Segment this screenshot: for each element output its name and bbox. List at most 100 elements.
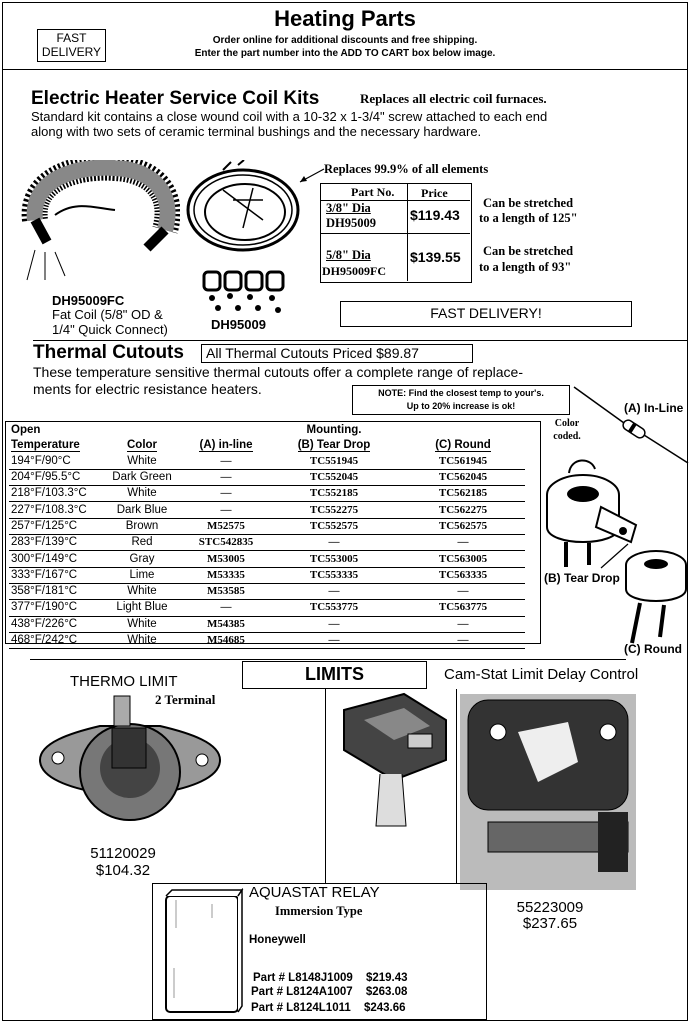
coil-table-head-part: Part No. <box>351 185 395 199</box>
aquastat-box <box>152 883 487 1020</box>
inline-cutout-label: (A) In-Line <box>624 401 684 415</box>
cutout-temp: 218°F/103.3°C <box>11 487 87 500</box>
cutout-temp: 257°F/125°C <box>11 519 78 532</box>
cutout-color: Dark Blue <box>116 503 168 516</box>
cutout-part-a: M53005 <box>207 552 245 565</box>
fat-coil-desc-line2: 1/4" Quick Connect) <box>52 322 168 337</box>
thermo-limit-sub: 2 Terminal <box>155 692 216 707</box>
cutout-part-b: TC552575 <box>309 519 359 532</box>
cutout-part-b: — <box>328 634 340 646</box>
aquastat-part-2: Part # L8124A1007 $263.08 <box>251 986 407 998</box>
coil-row1-part: DH95009 <box>326 216 376 230</box>
cutout-color: Gray <box>129 552 155 565</box>
limit-switch-image <box>343 692 447 827</box>
cutouts-price-box: All Thermal Cutouts Priced $89.87 <box>201 344 473 363</box>
coil-row1-note1: Can be stretched <box>483 196 574 210</box>
aquastat-part-2-price: $263.08 <box>365 986 408 998</box>
coil-row1-note2: to a length of 125" <box>479 211 578 225</box>
cutouts-note-line2: Up to 20% increase is ok! <box>406 401 516 411</box>
cutout-part-a: M54685 <box>207 634 245 646</box>
cutout-part-a: M53585 <box>207 585 245 598</box>
color-coded-line1: Color <box>554 418 580 429</box>
fat-coil-image <box>21 160 180 281</box>
cutout-part-c: TC563335 <box>438 568 488 581</box>
thermo-limit-part: 51120029 <box>90 845 156 862</box>
coils-desc-line1: Standard kit contains a close wound coil… <box>31 109 548 124</box>
cutout-color: White <box>127 617 157 630</box>
coil-price-table: Part No. Price 3/8" Dia DH95009 $119.43 … <box>320 183 472 283</box>
ceramic-bushings-image <box>202 270 285 313</box>
aquastat-image <box>165 888 244 1013</box>
coil-row2-dia: 5/8" Dia <box>326 248 371 262</box>
cutout-part-a: M52575 <box>207 519 245 532</box>
replaces-note: Replaces 99.9% of all elements <box>324 162 489 176</box>
coil-row1-dia: 3/8" Dia <box>326 201 371 215</box>
cutout-row: 257°F/125°C Brown M52575 TC552575 TC562575 <box>9 518 525 536</box>
aquastat-part-3-label: Part # <box>251 1002 283 1014</box>
aquastat-part-3-price: $243.66 <box>363 1002 406 1014</box>
cutout-part-b: — <box>328 536 340 549</box>
aquastat-part-3-number: L8124L1011 <box>286 1002 351 1014</box>
aquastat-part-1-number: L8148J1009 <box>288 972 353 984</box>
thermo-limit-image <box>38 695 222 821</box>
cutout-part-c: — <box>457 634 469 646</box>
head-a-inline: (A) in-line <box>199 439 253 453</box>
camstat-part: 55223009 <box>516 899 584 916</box>
color-coded-label: Color coded. <box>545 417 589 443</box>
head-mounting: Mounting. <box>306 424 362 437</box>
color-coded-line2: coded. <box>553 431 581 442</box>
coil-row2-price: $139.55 <box>410 249 461 265</box>
cutout-temp: 438°F/226°C <box>11 617 78 630</box>
standard-coil-image <box>186 160 300 252</box>
cutout-part-c: TC563005 <box>438 552 488 565</box>
cutout-part-a: — <box>220 601 232 614</box>
limits-divider-right <box>456 689 457 883</box>
cutout-part-a: M53335 <box>207 568 245 581</box>
header-divider <box>2 69 688 70</box>
cutout-part-c: TC562575 <box>438 519 488 532</box>
fast-delivery-box: FAST DELIVERY! <box>340 301 632 327</box>
cutout-color: Light Blue <box>116 601 168 614</box>
limits-title: LIMITS <box>242 661 427 689</box>
thermo-limit-price: $104.32 <box>95 862 151 879</box>
cutout-part-b: TC552045 <box>309 471 359 484</box>
cutout-color: Red <box>131 536 153 549</box>
cutout-part-c: — <box>457 617 469 630</box>
coil-row1-price: $119.43 <box>410 207 460 223</box>
cutout-part-a: — <box>220 471 232 484</box>
thermo-limit-title: THERMO LIMIT <box>70 673 178 690</box>
cutout-part-b: TC553335 <box>309 568 359 581</box>
fat-coil-desc-line1: Fat Coil (5/8" OD & <box>52 307 163 322</box>
cutout-part-c: TC561945 <box>438 454 488 467</box>
round-cutout-image <box>625 550 687 644</box>
camstat-image <box>460 694 636 890</box>
cutout-part-c: TC562185 <box>438 487 488 500</box>
aquastat-part-1-price: $219.43 <box>365 972 408 984</box>
cutouts-note-line1: NOTE: Find the closest temp to your's. <box>378 388 544 398</box>
cutouts-table: Open Mounting. Temperature Color (A) in-… <box>9 423 525 650</box>
header-line1: Order online for additional discounts an… <box>212 35 478 46</box>
cutout-color: Dark Green <box>112 471 172 484</box>
cutout-color: White <box>127 454 157 467</box>
aquastat-part-2-label: Part # <box>251 986 283 998</box>
limits-divider-left <box>325 689 326 883</box>
fast-delivery-badge-line1: FAST <box>56 31 87 45</box>
coil-row2-note2: to a length of 93" <box>479 260 572 274</box>
cutouts-desc-line2: ments for electric resistance heaters. <box>33 381 262 397</box>
cutout-color: Brown <box>125 519 159 532</box>
aquastat-part-1: Part # L8148J1009 $219.43 <box>253 972 408 984</box>
cutout-color: White <box>127 487 157 500</box>
aquastat-part-2-number: L8124A1007 <box>286 986 353 998</box>
teardrop-cutout-image <box>546 459 638 567</box>
page-title: Heating Parts <box>274 6 416 31</box>
cutout-part-a: — <box>220 487 232 500</box>
coils-subtitle: Replaces all electric coil furnaces. <box>360 91 547 106</box>
round-cutout-arrow <box>600 543 629 569</box>
coil-row2-note1: Can be stretched <box>483 244 574 258</box>
fast-delivery-badge-line2: DELIVERY <box>41 45 102 59</box>
head-open: Open <box>11 424 41 437</box>
